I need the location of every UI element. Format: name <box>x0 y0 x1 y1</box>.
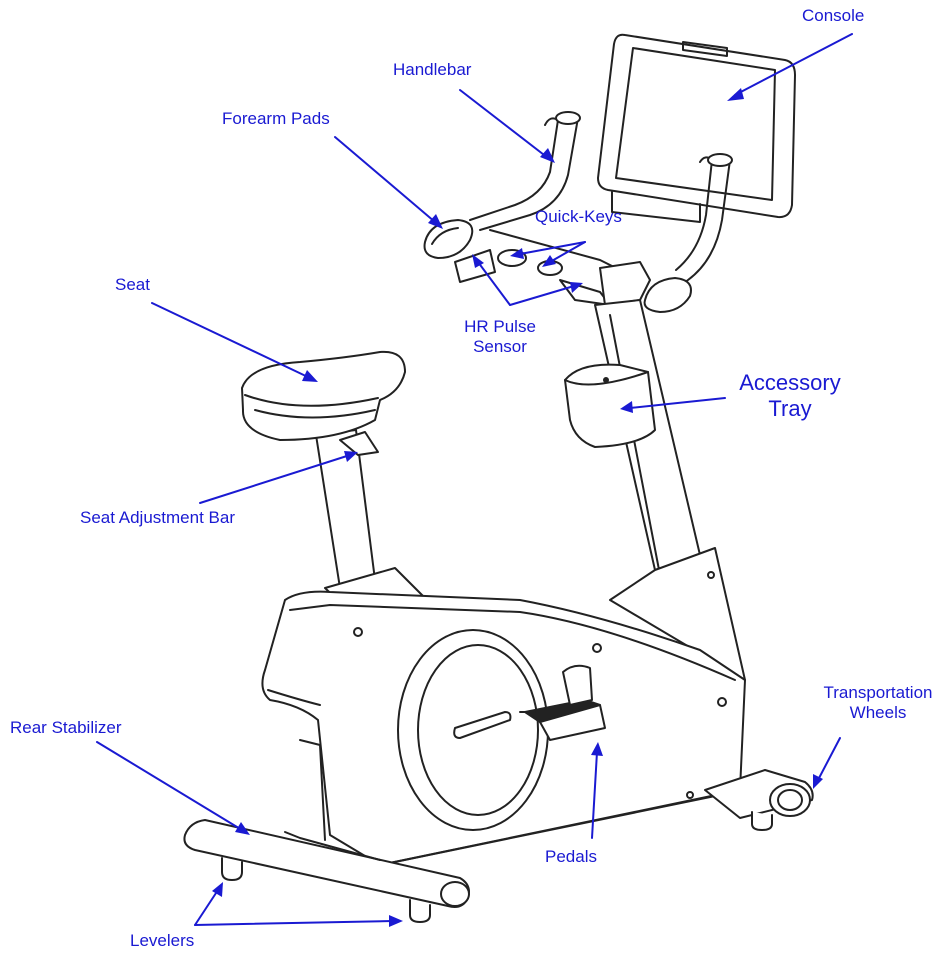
label-hr-pulse-sensor-line1: HR Pulse <box>464 317 536 336</box>
label-handlebar: Handlebar <box>393 60 472 79</box>
front-stabilizer-shape <box>704 769 814 831</box>
rear-stabilizer-shape <box>183 819 470 923</box>
quick-keys-shape <box>454 249 651 306</box>
flywheel-cover-shape <box>397 629 549 831</box>
label-transportation-wheels: Transportation Wheels <box>808 683 948 723</box>
label-forearm-pads: Forearm Pads <box>222 109 330 128</box>
label-quick-keys: Quick-Keys <box>535 207 622 226</box>
forearm-pads-shape <box>423 219 692 313</box>
pedal-shape <box>519 664 606 741</box>
label-levelers: Levelers <box>130 931 195 950</box>
label-transportation-wheels-line1: Transportation <box>823 683 933 702</box>
label-transportation-wheels-line2: Wheels <box>849 703 907 722</box>
label-seat-adjustment-bar: Seat Adjustment Bar <box>80 508 235 527</box>
seat-post-shape <box>315 429 426 613</box>
console-shape <box>597 33 796 223</box>
leader-lines <box>96 33 853 927</box>
handlebar-shape <box>469 111 733 301</box>
seat-shape <box>241 350 406 456</box>
accessory-tray-shape <box>564 363 656 448</box>
label-console: Console <box>802 6 865 25</box>
label-accessory-tray-line1: Accessory <box>739 370 841 395</box>
label-accessory-tray: Accessory Tray <box>720 370 860 422</box>
label-seat: Seat <box>115 275 150 294</box>
label-pedals: Pedals <box>545 847 597 866</box>
label-accessory-tray-line2: Tray <box>768 396 812 421</box>
label-rear-stabilizer: Rear Stabilizer <box>10 718 122 737</box>
label-hr-pulse-sensor: HR Pulse Sensor <box>445 317 555 357</box>
label-hr-pulse-sensor-line2: Sensor <box>473 337 527 356</box>
